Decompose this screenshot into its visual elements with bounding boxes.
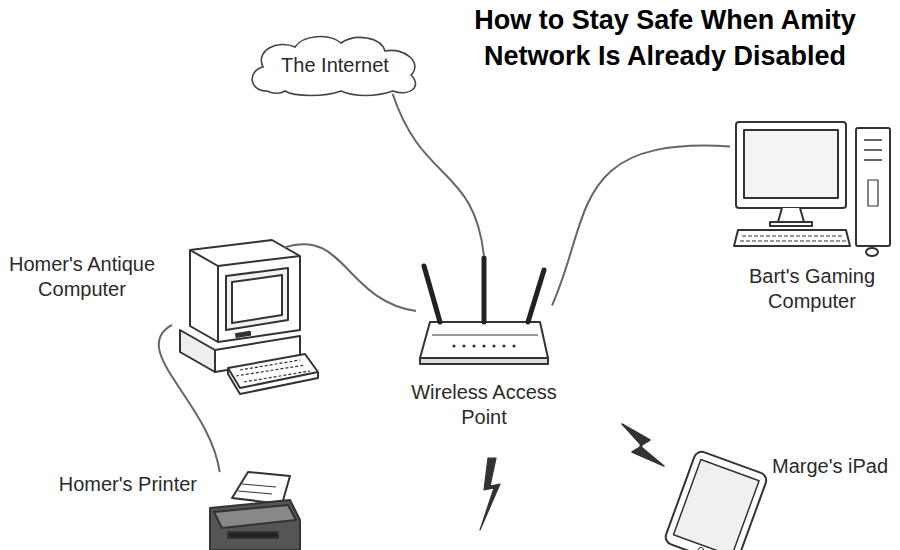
printer: Homer's Printer bbox=[205, 468, 303, 550]
network-cable bbox=[393, 94, 484, 256]
network-cable bbox=[285, 244, 417, 311]
device-label: Homer's Printer bbox=[35, 472, 197, 497]
page-title: How to Stay Safe When Amity Network Is A… bbox=[430, 2, 900, 74]
network-cable bbox=[159, 325, 220, 472]
device-label: Bart's Gaming Computer bbox=[720, 264, 900, 314]
gaming-computer: Bart's Gaming Computer bbox=[730, 118, 894, 260]
internet-cloud: The Internet bbox=[245, 33, 425, 97]
device-label: Wireless Access Point bbox=[399, 380, 569, 430]
antique-computer: Homer's Antique Computer bbox=[172, 238, 322, 396]
node-label: The Internet bbox=[271, 53, 399, 77]
wireless-access-point: Wireless Access Point bbox=[416, 256, 552, 366]
cloud-shape bbox=[252, 37, 415, 96]
network-cable bbox=[552, 146, 730, 306]
device-label: Marge's iPad bbox=[772, 454, 896, 479]
device-label: Homer's Antique Computer bbox=[2, 252, 162, 302]
tablet: Marge's iPad bbox=[662, 448, 770, 550]
